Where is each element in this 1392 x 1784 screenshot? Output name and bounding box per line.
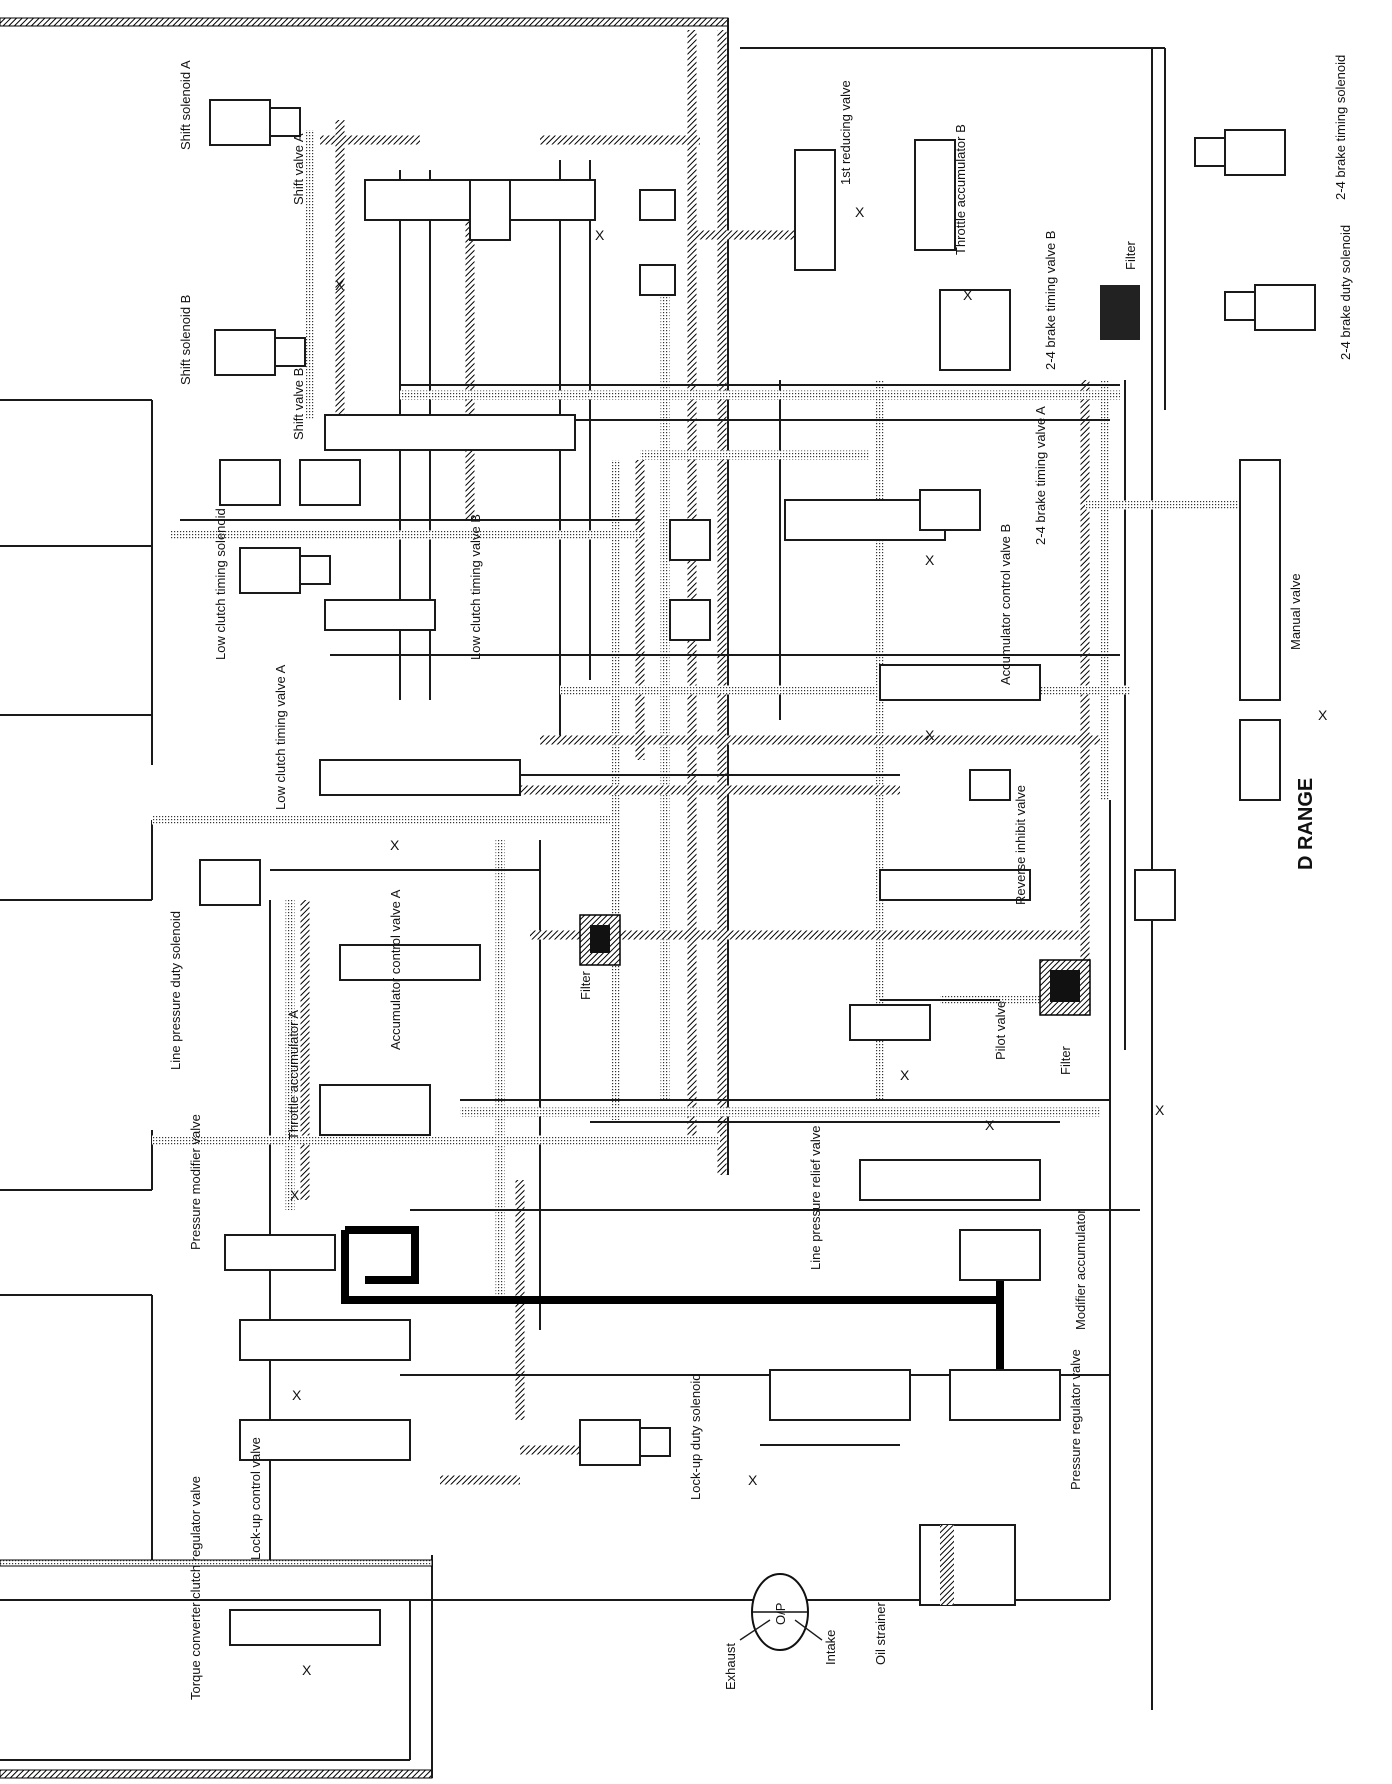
svg-text:X: X xyxy=(855,204,865,220)
component-labels: Shift solenoid A Shift valve A Shift sol… xyxy=(168,55,1353,1700)
svg-text:X: X xyxy=(925,552,935,568)
svg-text:X: X xyxy=(302,1662,312,1678)
label-filter-right: Filter xyxy=(1058,1045,1073,1075)
d-range-title: D RANGE xyxy=(1295,778,1317,870)
svg-text:X: X xyxy=(963,287,973,303)
label-lockup-control-valve: Lock-up control valve xyxy=(248,1437,263,1560)
valve-bodies xyxy=(199,99,1316,1651)
svg-text:X: X xyxy=(985,1117,995,1133)
svg-text:X: X xyxy=(390,837,400,853)
label-intake: Intake xyxy=(823,1630,838,1665)
svg-text:X: X xyxy=(595,227,605,243)
label-accumulator-control-valve-b: Accumulator control valve B xyxy=(998,524,1013,685)
label-shift-solenoid-b: Shift solenoid B xyxy=(178,295,193,385)
label-modifier-accumulator: Modifier accumulator xyxy=(1073,1209,1088,1330)
label-oil-strainer: Oil strainer xyxy=(873,1601,888,1665)
label-throttle-accumulator-b: Throttle accumulator B xyxy=(953,124,968,255)
label-reverse-inhibit-valve: Reverse inhibit valve xyxy=(1013,785,1028,905)
label-brake-timing-valve-a: 2-4 brake timing valve A xyxy=(1033,406,1048,545)
label-oil-pump: O/P xyxy=(773,1603,788,1625)
svg-text:X: X xyxy=(1155,1102,1165,1118)
label-manual-valve: Manual valve xyxy=(1288,573,1303,650)
label-line-pressure-relief-valve: Line pressure relief valve xyxy=(808,1125,823,1270)
frame-lines xyxy=(0,17,1166,1779)
label-pressure-regulator-valve: Pressure regulator valve xyxy=(1068,1349,1083,1490)
svg-text:X: X xyxy=(900,1067,910,1083)
label-brake-duty-solenoid: 2-4 brake duty solenoid xyxy=(1338,225,1353,360)
label-low-clutch-timing-solenoid: Low clutch timing solenoid xyxy=(213,508,228,660)
label-shift-valve-b: Shift valve B xyxy=(291,368,306,440)
svg-text:X: X xyxy=(290,1187,300,1203)
svg-text:X: X xyxy=(1318,707,1328,723)
label-pilot-valve: Pilot valve xyxy=(993,1001,1008,1060)
label-low-clutch-timing-valve-a: Low clutch timing valve A xyxy=(273,664,288,810)
svg-text:X: X xyxy=(335,277,345,293)
label-shift-valve-a: Shift valve A xyxy=(291,133,306,205)
label-line-pressure-duty-solenoid: Line pressure duty solenoid xyxy=(168,911,183,1070)
label-torque-converter-clutch-regulator-valve: Torque converter clutch regulator valve xyxy=(188,1476,203,1700)
exhaust-marks: X X X X X X X X X X X X X X X xyxy=(290,204,1328,1678)
label-filter-mid: Filter xyxy=(578,970,593,1000)
label-exhaust: Exhaust xyxy=(723,1643,738,1690)
label-pressure-modifier-valve: Pressure modifier valve xyxy=(188,1114,203,1250)
label-low-clutch-timing-valve-b: Low clutch timing valve B xyxy=(468,514,483,660)
label-1st-reducing-valve: 1st reducing valve xyxy=(838,80,853,185)
label-shift-solenoid-a: Shift solenoid A xyxy=(178,60,193,150)
label-throttle-accumulator-a: Throttle accumulator A xyxy=(286,1010,301,1140)
svg-text:X: X xyxy=(748,1472,758,1488)
label-brake-timing-solenoid: 2-4 brake timing solenoid xyxy=(1333,55,1348,200)
label-filter-top: Filter xyxy=(1123,240,1138,270)
label-lockup-duty-solenoid: Lock-up duty solenoid xyxy=(688,1374,703,1500)
label-brake-timing-valve-b: 2-4 brake timing valve B xyxy=(1043,231,1058,370)
svg-text:X: X xyxy=(292,1387,302,1403)
label-accumulator-control-valve-a: Accumulator control valve A xyxy=(388,889,403,1050)
leader-lines xyxy=(739,1619,823,1641)
svg-text:X: X xyxy=(925,727,935,743)
